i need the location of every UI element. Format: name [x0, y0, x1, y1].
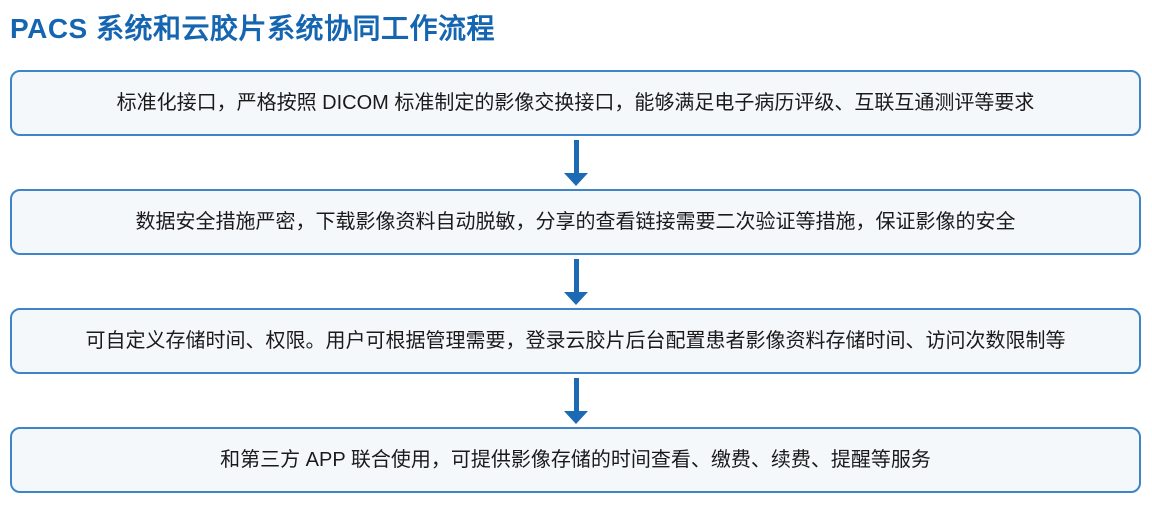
arrow-down-icon [564, 377, 588, 424]
arrow-head [564, 291, 588, 305]
page-title: PACS 系统和云胶片系统协同工作流程 [10, 13, 495, 44]
flow-step-4-label: 和第三方 APP 联合使用，可提供影像存储的时间查看、缴费、续费、提醒等服务 [220, 449, 931, 471]
flow-step-1-label: 标准化接口，严格按照 DICOM 标准制定的影像交换接口，能够满足电子病历评级、… [116, 92, 1035, 114]
arrow-stem [573, 258, 579, 292]
arrow-down-icon [564, 258, 588, 305]
flow-step-3: 可自定义存储时间、权限。用户可根据管理需要，登录云胶片后台配置患者影像资料存储时… [10, 308, 1141, 374]
arrow-stem [573, 139, 579, 173]
flow-step-2-label: 数据安全措施严密，下载影像资料自动脱敏，分享的查看链接需要二次验证等措施，保证影… [135, 211, 1016, 233]
arrow-down-icon [564, 139, 588, 186]
connector-gap-2 [10, 255, 1142, 308]
workflow-diagram: 标准化接口，严格按照 DICOM 标准制定的影像交换接口，能够满足电子病历评级、… [10, 70, 1142, 493]
flow-step-2: 数据安全措施严密，下载影像资料自动脱敏，分享的查看链接需要二次验证等措施，保证影… [10, 189, 1141, 255]
arrow-head [564, 172, 588, 186]
arrow-head [564, 410, 588, 424]
flow-step-3-label: 可自定义存储时间、权限。用户可根据管理需要，登录云胶片后台配置患者影像资料存储时… [85, 330, 1066, 352]
flow-step-4: 和第三方 APP 联合使用，可提供影像存储的时间查看、缴费、续费、提醒等服务 [10, 427, 1141, 493]
connector-gap-3 [10, 374, 1142, 427]
connector-gap-1 [10, 136, 1142, 189]
flow-step-1: 标准化接口，严格按照 DICOM 标准制定的影像交换接口，能够满足电子病历评级、… [10, 70, 1141, 136]
arrow-stem [573, 377, 579, 411]
